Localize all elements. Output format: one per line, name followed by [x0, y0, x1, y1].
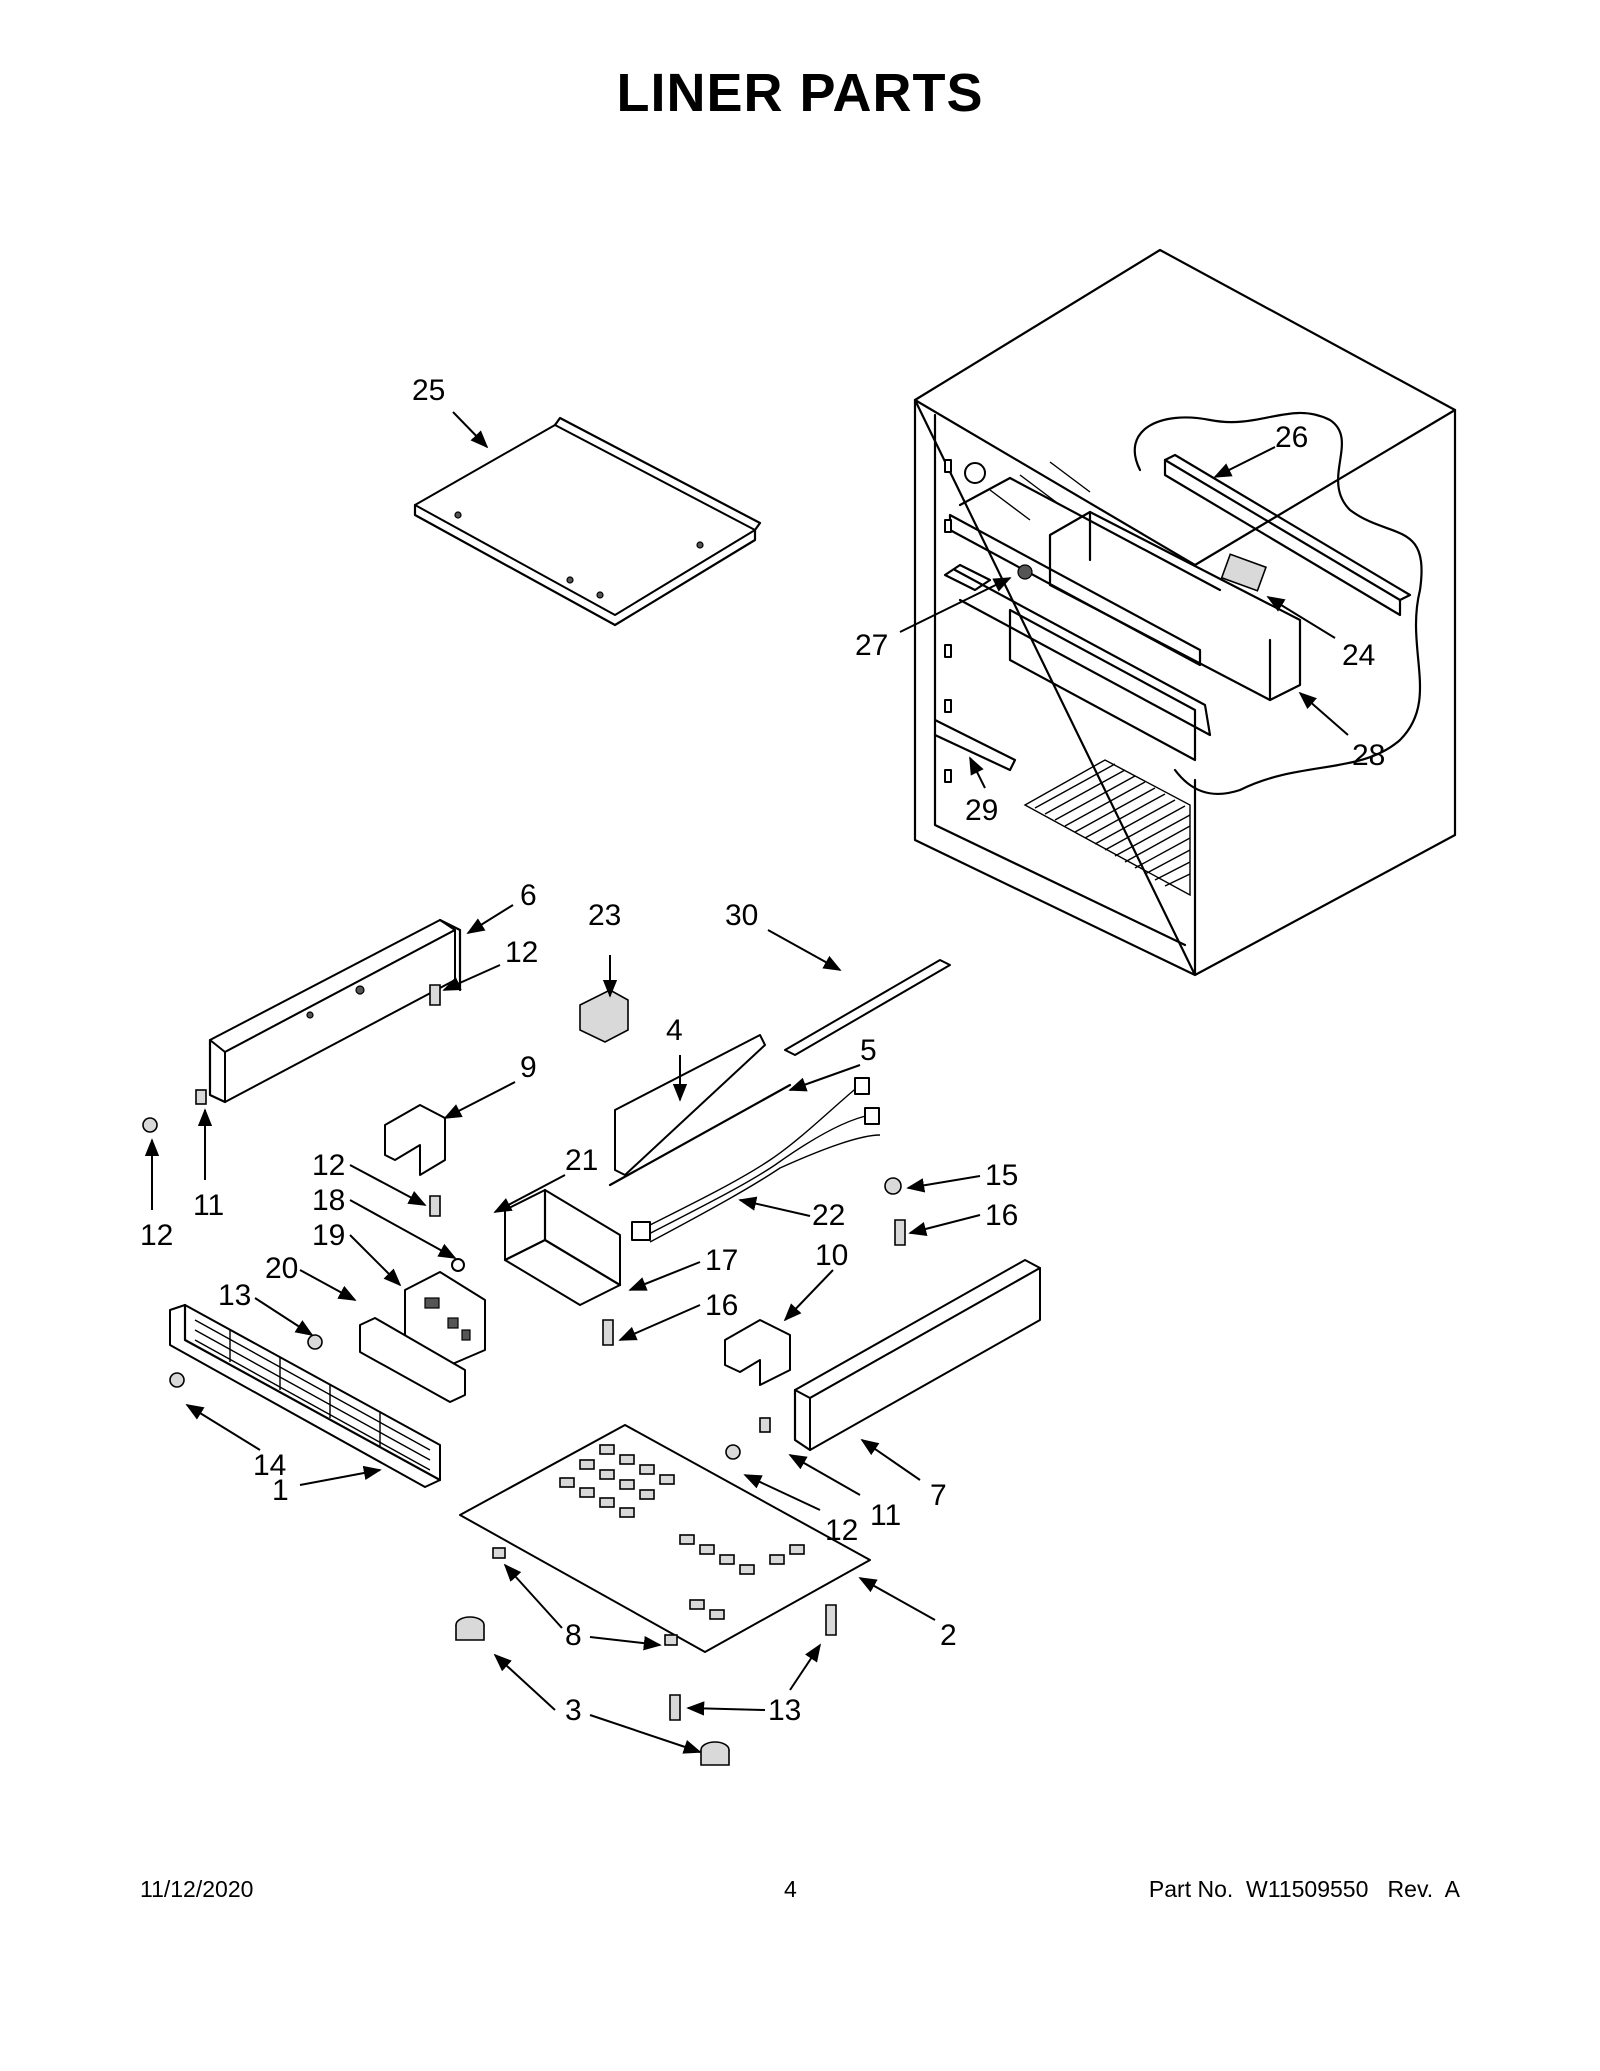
- part-5-gasket: [608, 1083, 792, 1187]
- part-18-thermistor: [451, 1258, 465, 1272]
- callout-4: 4: [666, 1014, 683, 1047]
- callout-1: 1: [272, 1474, 289, 1507]
- part-4-baffle: [614, 1034, 766, 1176]
- callout-20: 20: [265, 1252, 298, 1285]
- callout-16-a: 16: [985, 1199, 1018, 1232]
- callout-8: 8: [565, 1619, 582, 1652]
- page-title: LINER PARTS: [616, 63, 984, 123]
- callout-7: 7: [930, 1479, 947, 1512]
- callout-27: 27: [855, 629, 888, 662]
- part-20-cover: [359, 1317, 466, 1403]
- callout-15: 15: [985, 1159, 1018, 1192]
- callout-28: 28: [1352, 739, 1385, 772]
- footer-part-number: Part No. W11509550 Rev. A: [1148, 1876, 1460, 1902]
- callout-30: 30: [725, 899, 758, 932]
- callout-12-b: 12: [312, 1149, 345, 1182]
- part-10-bracket: [724, 1319, 791, 1386]
- callout-13-b: 13: [768, 1694, 801, 1727]
- callout-16-b: 16: [705, 1289, 738, 1322]
- part-22-wire-harness: [631, 1077, 881, 1243]
- callout-17: 17: [705, 1244, 738, 1277]
- callout-23: 23: [588, 899, 621, 932]
- callout-18: 18: [312, 1184, 345, 1217]
- footer-page-number: 4: [784, 1876, 797, 1902]
- callout-3: 3: [565, 1694, 582, 1727]
- fasteners: [142, 984, 906, 1766]
- part-19-control-board: [404, 1271, 486, 1366]
- footer-date: 11/12/2020: [140, 1876, 254, 1902]
- callout-11-b: 11: [870, 1499, 901, 1532]
- part-25-top-panel: [413, 416, 762, 627]
- part-1-grille: [169, 1303, 442, 1488]
- callout-12-d: 12: [825, 1514, 858, 1547]
- callout-6: 6: [520, 879, 537, 912]
- callout-10: 10: [815, 1239, 848, 1272]
- callout-5: 5: [860, 1034, 877, 1067]
- callout-arrows: [144, 411, 1349, 1754]
- callout-2: 2: [940, 1619, 957, 1652]
- callout-12-a: 12: [505, 936, 538, 969]
- part-6-side-rail: [208, 918, 462, 1104]
- callout-26: 26: [1275, 421, 1308, 454]
- callout-13-a: 13: [218, 1279, 251, 1312]
- callout-labels: 25 26 27 24 28 29 6 23 30 12 4 5 9 12 11…: [140, 374, 1385, 1727]
- callout-9: 9: [520, 1051, 537, 1084]
- callout-19: 19: [312, 1219, 345, 1252]
- part-23-cover: [579, 989, 629, 1043]
- callout-21: 21: [565, 1144, 598, 1177]
- callout-29: 29: [965, 794, 998, 827]
- part-30-strip: [784, 959, 951, 1056]
- callout-12-c: 12: [140, 1219, 173, 1252]
- callout-14: 14: [253, 1449, 286, 1482]
- callout-24: 24: [1342, 639, 1375, 672]
- part-2-base-plate: [459, 1424, 871, 1653]
- callout-22: 22: [812, 1199, 845, 1232]
- liner-cabinet: [913, 248, 1457, 977]
- part-21-housing: [503, 1188, 622, 1306]
- part-9-bracket: [384, 1104, 446, 1176]
- callout-25: 25: [412, 374, 445, 407]
- part-7-side-rail: [793, 1259, 1041, 1452]
- callout-11-a: 11: [193, 1189, 224, 1222]
